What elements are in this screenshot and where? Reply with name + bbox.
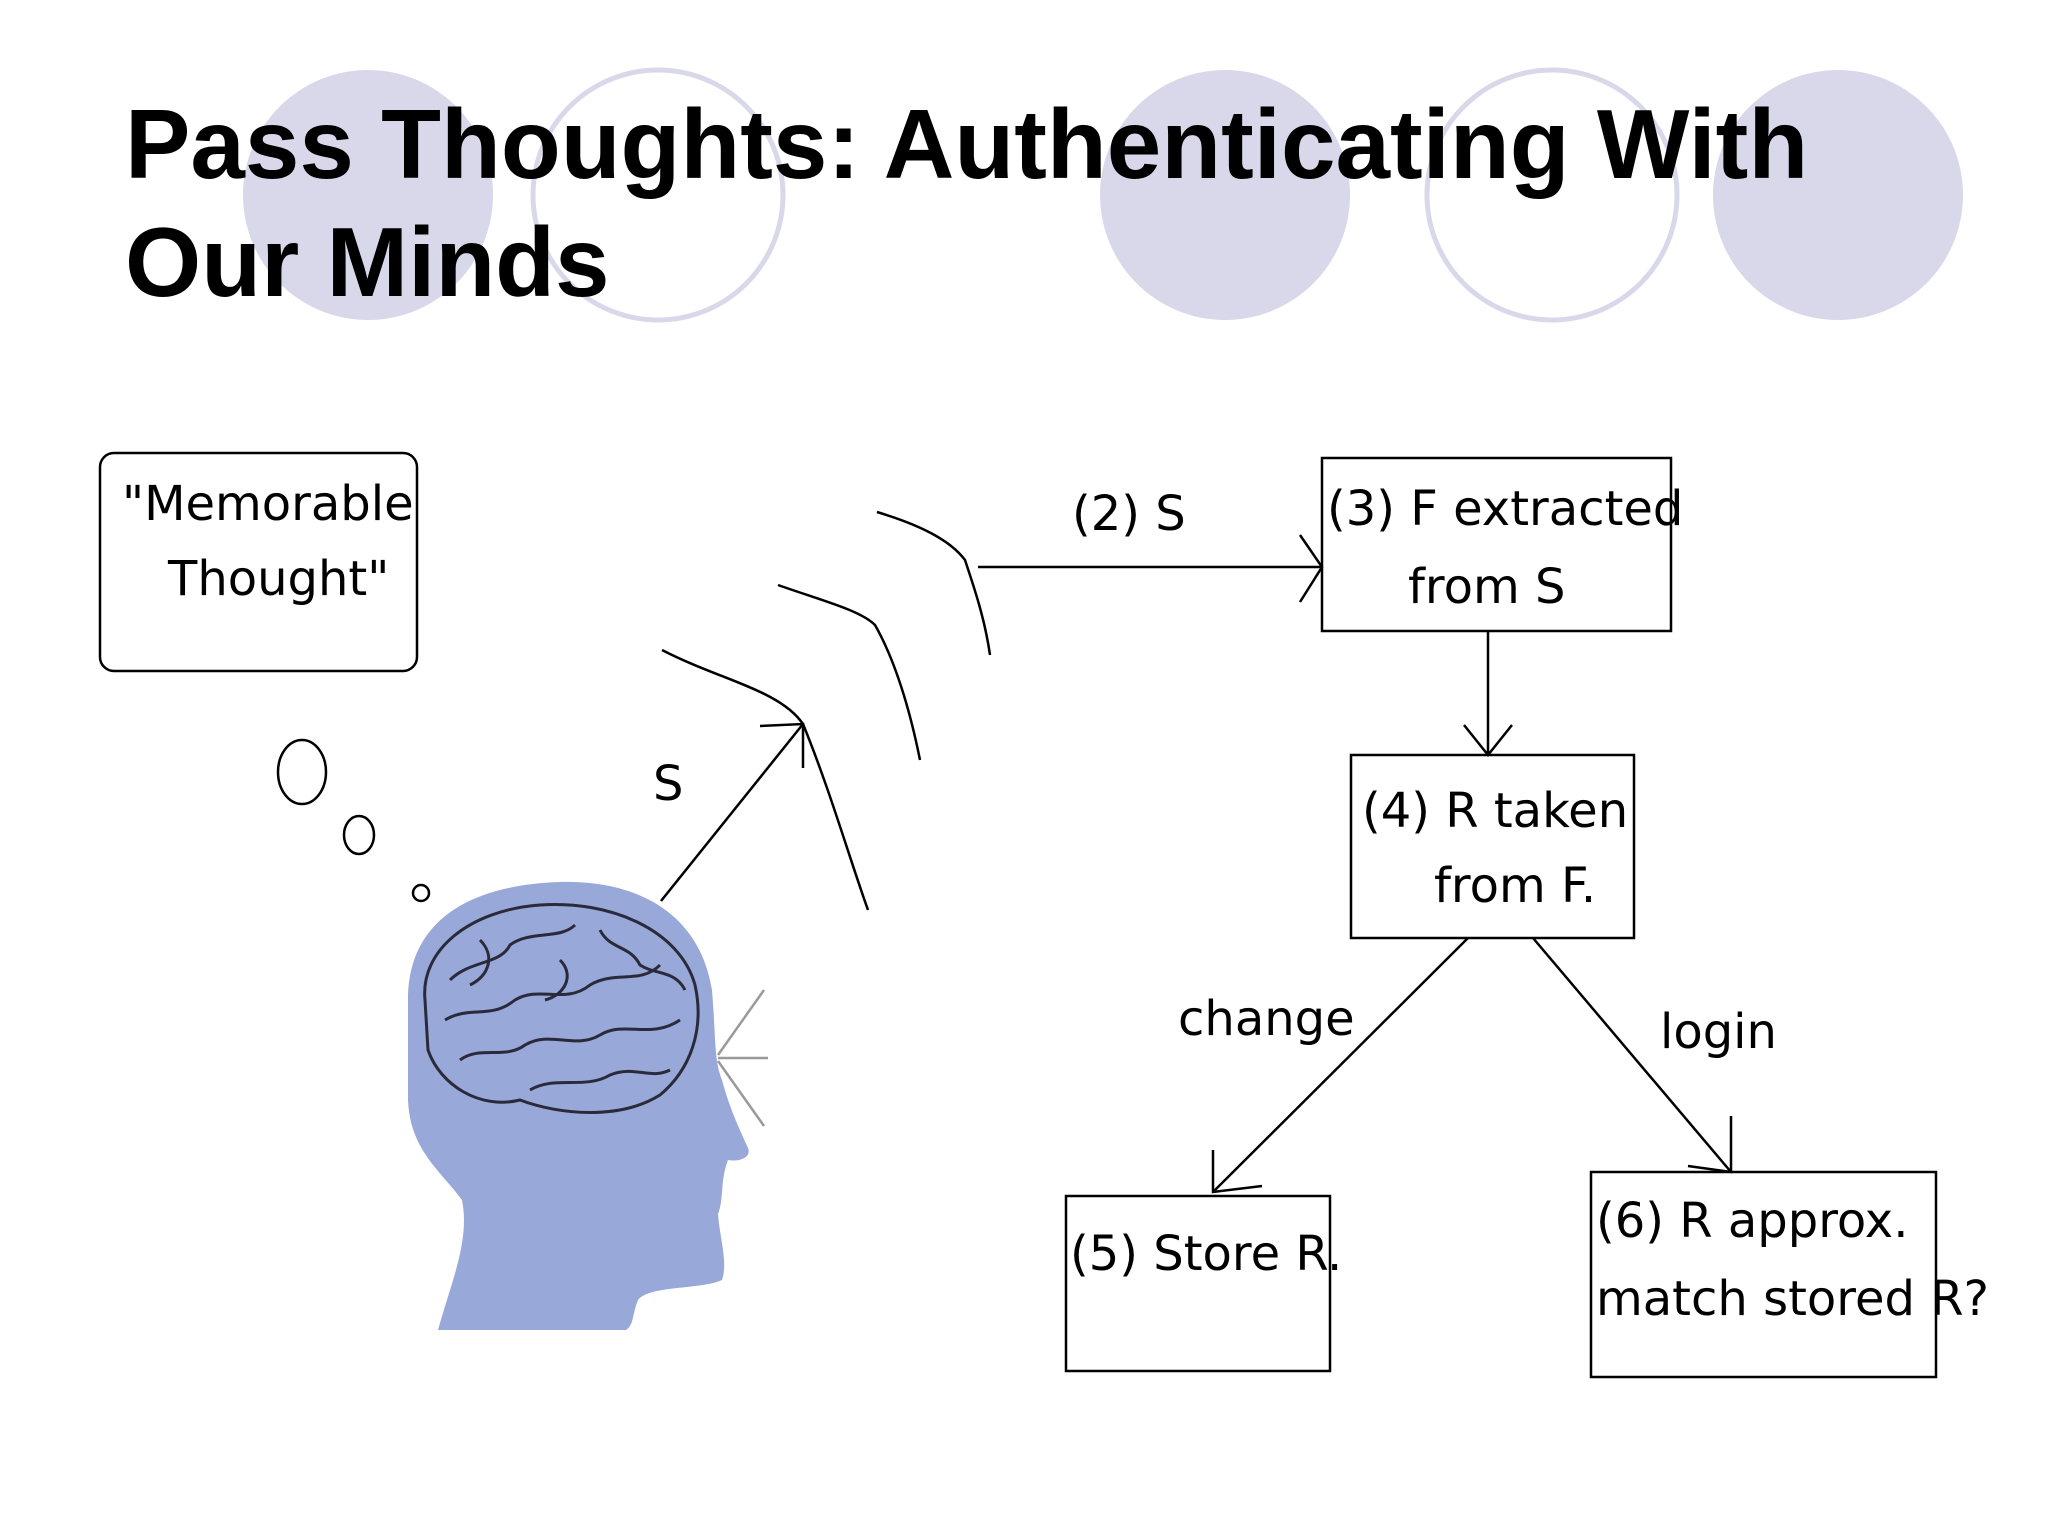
title-line-2: Our Minds bbox=[125, 207, 610, 317]
arrow-signal-to-extract bbox=[978, 534, 1324, 603]
edge-label-login: login bbox=[1660, 1004, 1777, 1060]
thought-dot-large bbox=[276, 738, 328, 806]
arrow-change bbox=[1211, 937, 1469, 1194]
decor-circle-filled-2 bbox=[1100, 70, 1350, 320]
thought-bubble-line-1: "Memorable bbox=[122, 476, 414, 532]
decor-circle-filled-1 bbox=[243, 70, 493, 320]
node-3-line-2: from S bbox=[1408, 559, 1565, 615]
signal-label-2s: (2) S bbox=[1072, 486, 1186, 542]
node-4-box bbox=[1349, 753, 1636, 940]
node-6-box bbox=[1589, 1170, 1938, 1379]
title-line-1: Pass Thoughts: Authenticating With bbox=[125, 89, 1809, 199]
thought-bubble-line-2: Thought" bbox=[167, 551, 389, 607]
node-3-box bbox=[1320, 456, 1673, 633]
decor-circle-filled-3 bbox=[1713, 70, 1963, 320]
thought-dot-medium bbox=[342, 814, 376, 856]
signal-waves-icon bbox=[661, 510, 992, 911]
slide-title: Pass Thoughts: Authenticating With Our M… bbox=[125, 85, 1925, 321]
sense-lines-icon bbox=[716, 989, 768, 1127]
decor-circle-outline-1 bbox=[530, 67, 786, 323]
decor-circle-outline-2 bbox=[1424, 67, 1680, 323]
head-silhouette bbox=[408, 881, 749, 1330]
node-3-line-1: (3) F extracted bbox=[1327, 481, 1683, 537]
node-5-line-1: (5) Store R. bbox=[1070, 1226, 1342, 1282]
thought-dot-small bbox=[411, 883, 431, 903]
thought-bubble-box bbox=[98, 451, 419, 673]
brain-icon bbox=[423, 902, 700, 1114]
node-4-line-1: (4) R taken bbox=[1362, 783, 1628, 839]
node-5-box bbox=[1064, 1194, 1332, 1373]
arrow-extract-to-take bbox=[1463, 631, 1513, 758]
node-6-line-1: (6) R approx. bbox=[1596, 1193, 1908, 1249]
edge-label-change: change bbox=[1178, 991, 1355, 1047]
arrow-head-to-signal bbox=[660, 722, 805, 902]
node-4-line-2: from F. bbox=[1434, 858, 1596, 914]
node-6-line-2: match stored R? bbox=[1596, 1271, 1989, 1327]
signal-label-s: S bbox=[653, 756, 683, 812]
